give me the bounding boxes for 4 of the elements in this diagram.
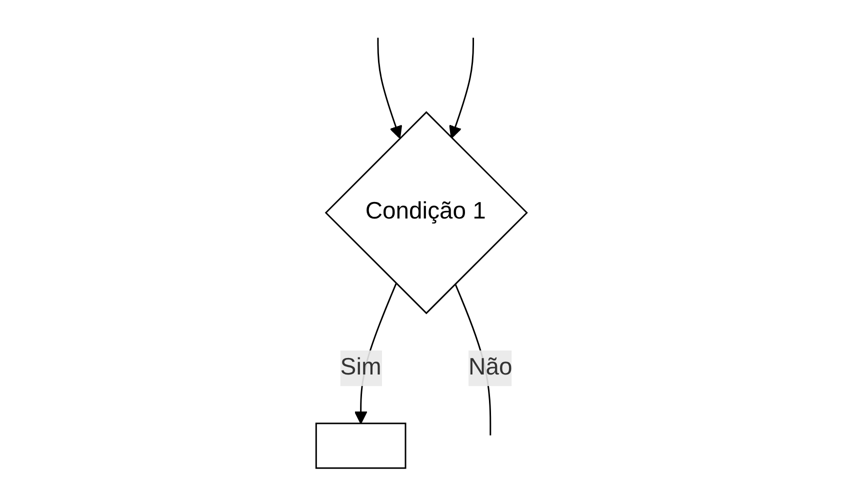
decision-diamond: Condição 1 <box>324 111 528 314</box>
arrow <box>449 38 474 139</box>
arrow <box>377 38 402 139</box>
process-box <box>315 422 406 469</box>
